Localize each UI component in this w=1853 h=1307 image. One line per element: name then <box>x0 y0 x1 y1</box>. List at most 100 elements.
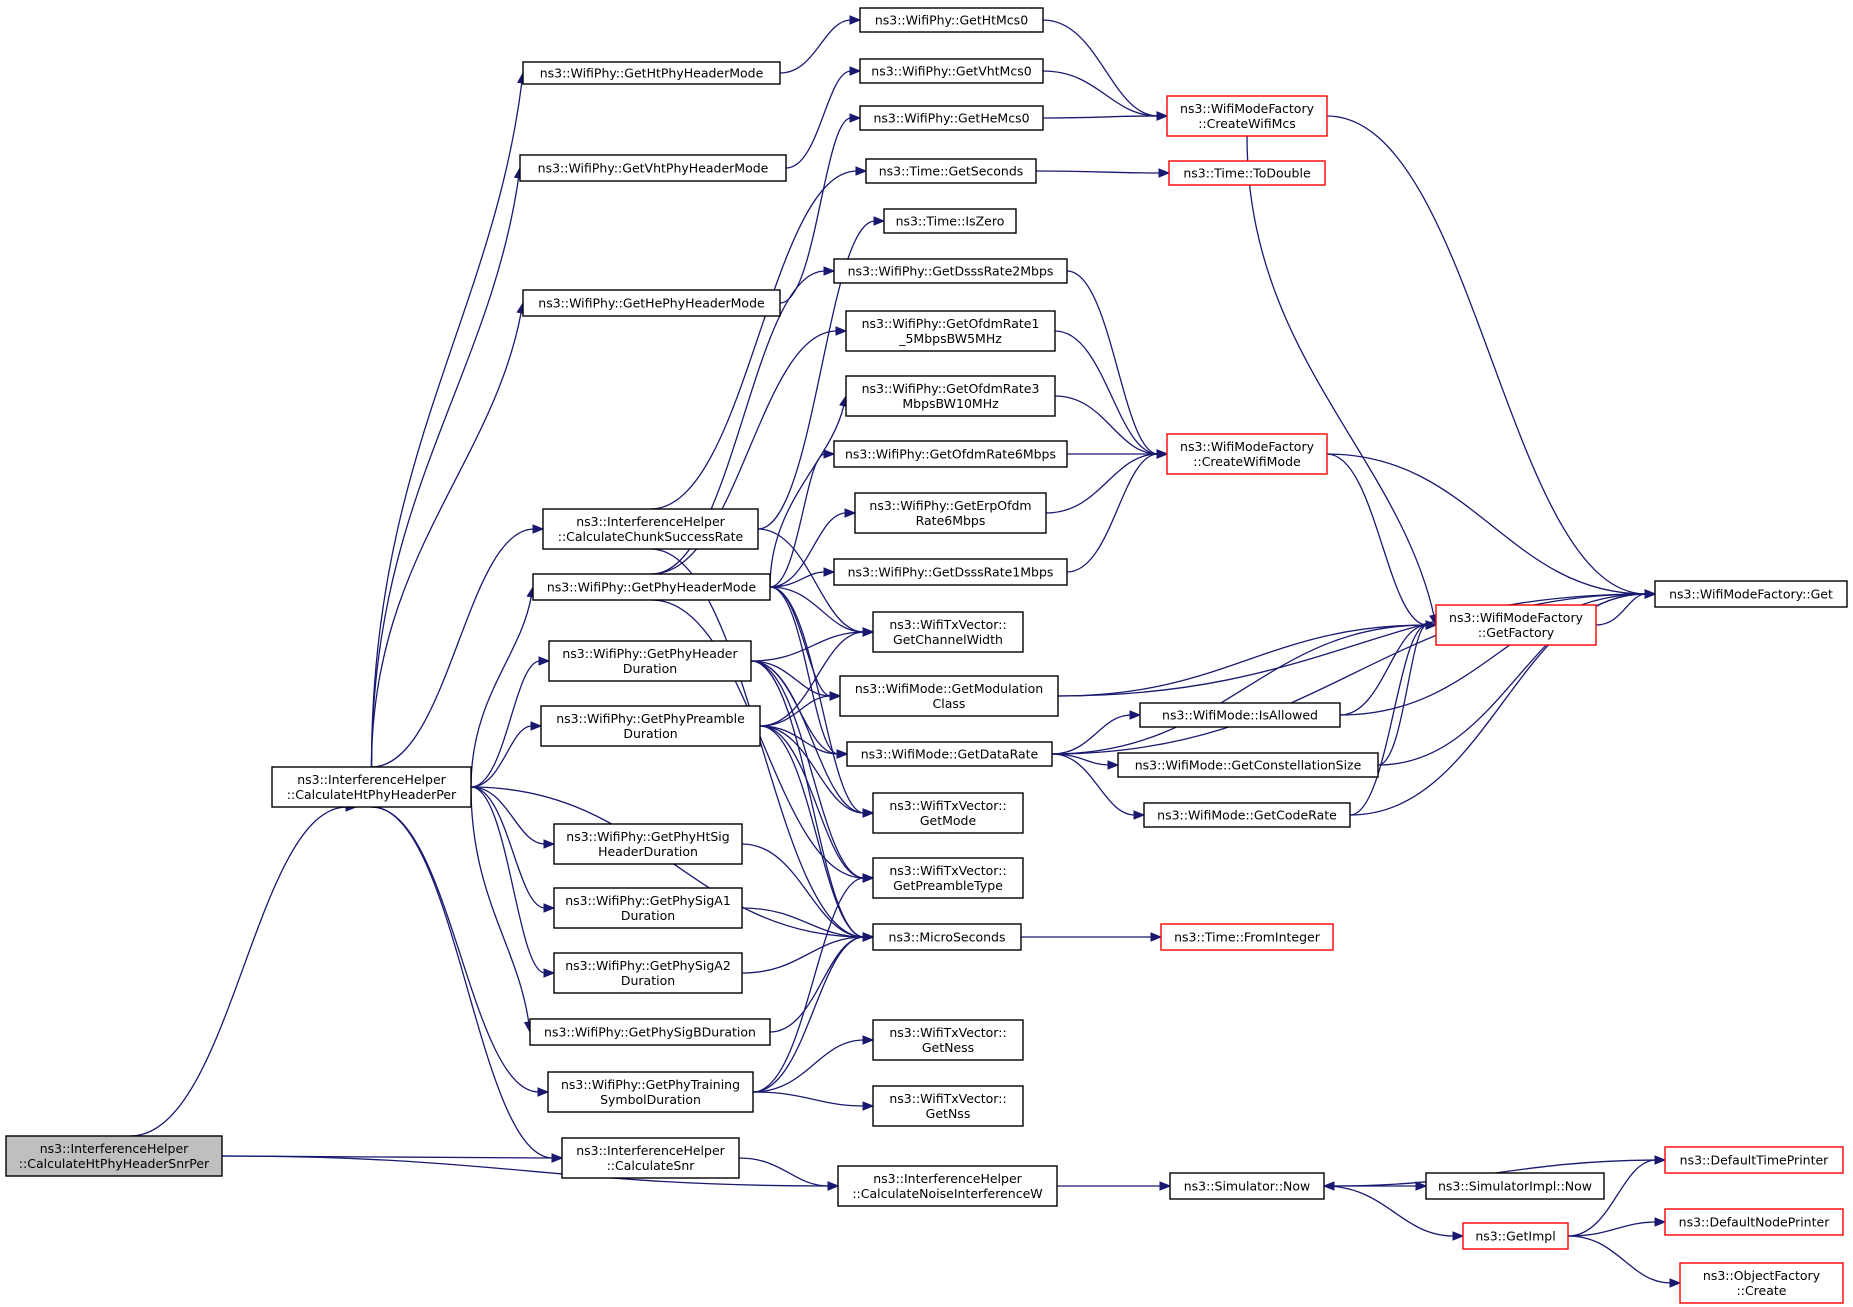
node-getImpl[interactable]: ns3::GetImpl <box>1462 1222 1569 1250</box>
node-box-chanWidth <box>872 611 1024 653</box>
node-vhtMcs0[interactable]: ns3::WifiPhy::GetVhtMcs0 <box>859 58 1044 84</box>
node-label-vhtHdrMode-line-0: ns3::WifiPhy::GetVhtPhyHeaderMode <box>538 161 769 176</box>
node-heHdrMode[interactable]: ns3::WifiPhy::GetHePhyHeaderMode <box>522 289 781 317</box>
node-isZero[interactable]: ns3::Time::IsZero <box>883 208 1017 234</box>
node-nodePrinter[interactable]: ns3::DefaultNodePrinter <box>1664 1208 1844 1236</box>
node-ofdm6[interactable]: ns3::WifiPhy::GetOfdmRate6Mbps <box>833 440 1068 468</box>
node-label-sigB-line-0: ns3::WifiPhy::GetPhySigBDuration <box>544 1025 756 1040</box>
node-objCreate[interactable]: ns3::ObjectFactory::Create <box>1679 1262 1844 1304</box>
node-label-getNess-line-0: ns3::WifiTxVector:: <box>889 1025 1006 1040</box>
node-chunk[interactable]: ns3::InterferenceHelper::CalculateChunkS… <box>542 508 759 550</box>
edge-phyHdrMode-to-ofdm15 <box>651 330 838 575</box>
node-htMcs0[interactable]: ns3::WifiPhy::GetHtMcs0 <box>859 7 1044 33</box>
edge-createMode-to-factoryGet <box>1326 453 1647 595</box>
node-getMode[interactable]: ns3::WifiTxVector::GetMode <box>872 792 1024 834</box>
edge-ofdm3-to-createMode <box>1054 395 1159 455</box>
edge-sigB-to-micro <box>769 936 865 1033</box>
node-snr[interactable]: ns3::InterferenceHelper::CalculateSnr <box>561 1137 740 1179</box>
node-box-htSig <box>553 823 743 865</box>
node-box-fromInteger <box>1160 923 1334 951</box>
node-label-root-line-0: ns3::InterferenceHelper <box>40 1141 189 1156</box>
arrowhead-htper-to-snr <box>551 1153 564 1163</box>
node-getSeconds[interactable]: ns3::Time::GetSeconds <box>865 158 1037 184</box>
node-vhtHdrMode[interactable]: ns3::WifiPhy::GetVhtPhyHeaderMode <box>519 154 787 182</box>
node-createMode[interactable]: ns3::WifiModeFactory::CreateWifiMode <box>1166 433 1328 475</box>
edge-htSig-to-micro <box>741 843 865 938</box>
edge-htper-to-sigA2 <box>470 786 546 974</box>
node-preambleType[interactable]: ns3::WifiTxVector::GetPreambleType <box>872 857 1024 899</box>
node-htper[interactable]: ns3::InterferenceHelper::CalculateHtPhyH… <box>271 766 472 808</box>
edge-htper-to-htHdrMode <box>370 81 523 768</box>
node-box-micro <box>872 923 1022 951</box>
arrowhead-training-to-micro <box>862 932 875 942</box>
node-chanWidth[interactable]: ns3::WifiTxVector::GetChannelWidth <box>872 611 1024 653</box>
node-createMcs[interactable]: ns3::WifiModeFactory::CreateWifiMcs <box>1166 95 1328 137</box>
node-label-htSig-line-0: ns3::WifiPhy::GetPhyHtSig <box>566 829 729 844</box>
node-box-createMode <box>1166 433 1328 475</box>
node-box-implNow <box>1425 1172 1605 1200</box>
node-box-erp6 <box>854 492 1047 534</box>
node-timePrinter[interactable]: ns3::DefaultTimePrinter <box>1664 1146 1844 1174</box>
node-box-phyHdrDur <box>548 640 752 682</box>
node-label-sigA2-line-0: ns3::WifiPhy::GetPhySigA2 <box>565 958 731 973</box>
node-fromInteger[interactable]: ns3::Time::FromInteger <box>1160 923 1334 951</box>
node-label-nodePrinter-line-0: ns3::DefaultNodePrinter <box>1679 1215 1831 1230</box>
node-label-dsss2-line-0: ns3::WifiPhy::GetDsssRate2Mbps <box>848 264 1054 279</box>
node-implNow[interactable]: ns3::SimulatorImpl::Now <box>1425 1172 1605 1200</box>
node-label-getMode-line-1: GetMode <box>920 813 977 828</box>
node-label-modClass-line-1: Class <box>933 696 966 711</box>
node-dsss1[interactable]: ns3::WifiPhy::GetDsssRate1Mbps <box>833 558 1068 586</box>
node-root[interactable]: ns3::InterferenceHelper::CalculateHtPhyH… <box>5 1135 223 1177</box>
node-htHdrMode[interactable]: ns3::WifiPhy::GetHtPhyHeaderMode <box>522 61 781 85</box>
node-getNss[interactable]: ns3::WifiTxVector::GetNss <box>872 1085 1024 1127</box>
node-label-timePrinter-line-0: ns3::DefaultTimePrinter <box>1680 1153 1830 1168</box>
node-label-constellation-line-0: ns3::WifiMode::GetConstellationSize <box>1135 758 1362 773</box>
arrowhead-noise-to-simNow <box>1159 1181 1172 1191</box>
node-isAllowed[interactable]: ns3::WifiMode::IsAllowed <box>1139 702 1341 728</box>
arrowhead-chunk-to-isZero <box>873 216 886 226</box>
node-phyHdrMode[interactable]: ns3::WifiPhy::GetPhyHeaderMode <box>532 573 771 601</box>
node-box-isZero <box>883 208 1017 234</box>
node-sigB[interactable]: ns3::WifiPhy::GetPhySigBDuration <box>529 1018 771 1046</box>
edge-preambleDur-to-chanWidth <box>759 631 865 727</box>
arrowhead-phyHdrMode-to-ofdm15 <box>835 326 848 336</box>
edge-phyHdrMode-to-erp6 <box>769 512 847 588</box>
node-label-sigA1-line-1: Duration <box>621 908 675 923</box>
arrowhead-getFactory-to-factoryGet <box>1644 589 1657 599</box>
arrowhead-phyHdrMode-to-dsss1 <box>823 567 836 577</box>
edge-phyHdrMode-to-dsss1 <box>769 571 826 588</box>
node-getNess[interactable]: ns3::WifiTxVector::GetNess <box>872 1019 1024 1061</box>
node-constellation[interactable]: ns3::WifiMode::GetConstellationSize <box>1117 752 1379 778</box>
node-dsss2[interactable]: ns3::WifiPhy::GetDsssRate2Mbps <box>833 258 1068 284</box>
node-codeRate[interactable]: ns3::WifiMode::GetCodeRate <box>1143 802 1351 828</box>
node-ofdm15[interactable]: ns3::WifiPhy::GetOfdmRate1_5MbpsBW5MHz <box>845 310 1056 352</box>
node-box-preambleType <box>872 857 1024 899</box>
node-box-timePrinter <box>1664 1146 1844 1174</box>
edge-preambleDur-to-modClass <box>759 695 832 727</box>
node-simNow[interactable]: ns3::Simulator::Now <box>1169 1172 1325 1200</box>
node-micro[interactable]: ns3::MicroSeconds <box>872 923 1022 951</box>
node-training[interactable]: ns3::WifiPhy::GetPhyTrainingSymbolDurati… <box>547 1071 754 1113</box>
node-heMcs0[interactable]: ns3::WifiPhy::GetHeMcs0 <box>859 105 1044 131</box>
node-box-constellation <box>1117 752 1379 778</box>
node-getFactory[interactable]: ns3::WifiModeFactory::GetFactory <box>1435 604 1597 646</box>
node-noise[interactable]: ns3::InterferenceHelper::CalculateNoiseI… <box>837 1165 1058 1207</box>
arrowhead-getSeconds-to-toDouble <box>1158 168 1171 178</box>
arrowhead-dsss1-to-createMode <box>1156 449 1169 459</box>
node-label-noise-line-1: ::CalculateNoiseInterferenceW <box>852 1186 1042 1201</box>
node-dataRate[interactable]: ns3::WifiMode::GetDataRate <box>846 741 1053 767</box>
node-factoryGet[interactable]: ns3::WifiModeFactory::Get <box>1654 580 1848 608</box>
node-box-snr <box>561 1137 740 1179</box>
node-toDouble[interactable]: ns3::Time::ToDouble <box>1168 160 1326 186</box>
edge-htper-to-training <box>371 806 540 1093</box>
edge-getImpl-to-nodePrinter <box>1567 1221 1657 1237</box>
node-box-training <box>547 1071 754 1113</box>
